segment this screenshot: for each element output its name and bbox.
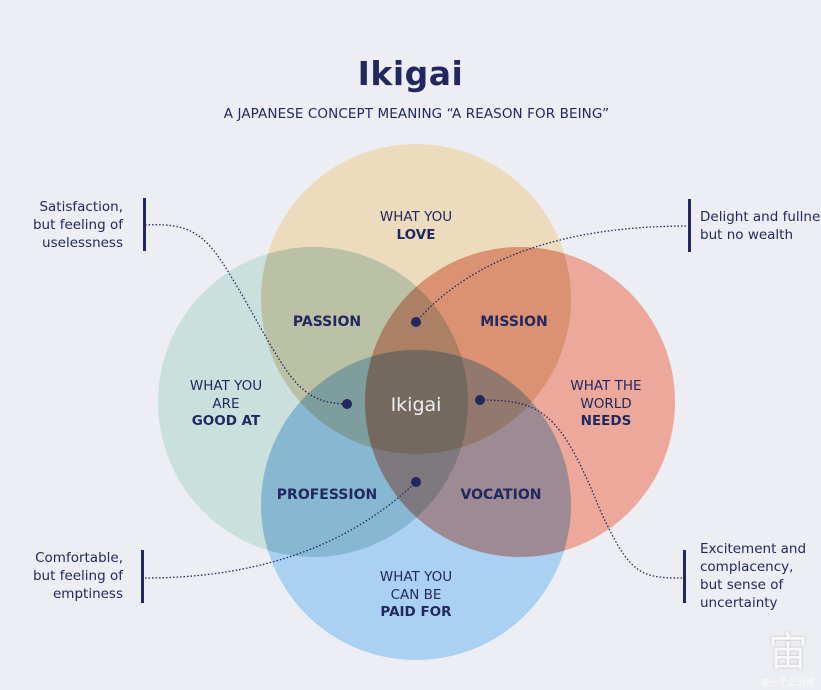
note-top-left: Satisfaction, but feeling of uselessness — [32, 199, 123, 251]
watermark-glyph: 宙 — [767, 630, 808, 676]
good-at-label-line2: ARE — [212, 396, 239, 412]
note-bottom-right: Excitement and complacency, but sense of… — [700, 541, 807, 611]
dot-profession — [411, 477, 421, 487]
connector-bottom-left — [144, 481, 417, 579]
note-bottom-left-bar — [141, 550, 144, 603]
page-subtitle: A JAPANESE CONCEPT MEANING “A REASON FOR… — [223, 106, 610, 122]
ikigai-center-label: Ikigai — [391, 394, 442, 416]
world-needs-label-line1: WHAT THE — [570, 378, 641, 394]
note-top-left-bar — [143, 198, 146, 251]
paid-for-label-bold: PAID FOR — [380, 604, 452, 620]
watermark: 宙 @一个三分地 — [761, 631, 815, 688]
world-needs-label-line2: WORLD — [580, 396, 631, 412]
dot-mission — [411, 317, 421, 327]
paid-for-label-line2: CAN BE — [391, 587, 442, 603]
circle-paid-for — [261, 350, 571, 660]
love-label-bold: LOVE — [397, 227, 436, 243]
good-at-label-line1: WHAT YOU — [190, 378, 262, 394]
good-at-label-bold: GOOD AT — [192, 413, 261, 429]
page-title: Ikigai — [357, 54, 464, 93]
connector-top-left — [144, 224, 348, 405]
mission-label: MISSION — [480, 314, 548, 330]
dot-vocation — [475, 395, 485, 405]
note-bottom-right-bar — [683, 550, 686, 603]
note-top-right: Delight and fullness, but no wealth — [700, 209, 821, 243]
note-top-right-bar — [688, 199, 691, 252]
dot-passion — [342, 399, 352, 409]
passion-label: PASSION — [293, 314, 361, 330]
watermark-text: @一个三分地 — [760, 678, 815, 688]
paid-for-label-line1: WHAT YOU — [380, 569, 452, 585]
note-bottom-left: Comfortable, but feeling of emptiness — [32, 550, 123, 602]
circles-group — [158, 144, 675, 660]
world-needs-label-bold: NEEDS — [581, 413, 632, 429]
profession-label: PROFESSION — [277, 487, 377, 503]
connector-bottom-right — [479, 399, 684, 579]
connector-top-right — [415, 225, 689, 323]
love-label-line1: WHAT YOU — [380, 209, 452, 225]
vocation-label: VOCATION — [461, 487, 542, 503]
